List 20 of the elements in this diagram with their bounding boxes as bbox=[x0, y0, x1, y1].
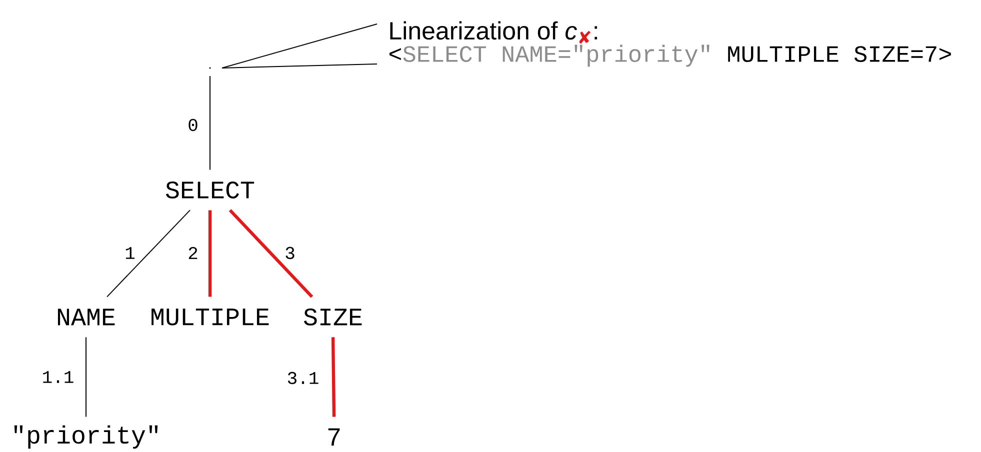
tree-node-label: 7 bbox=[328, 428, 340, 446]
edge-label: 1.1 bbox=[40, 370, 76, 384]
tree-edge bbox=[208, 210, 212, 297]
tree-node-label: SIZE bbox=[304, 308, 362, 326]
tree-edge bbox=[228, 209, 314, 298]
tree-node-label: MULTIPLE bbox=[152, 308, 269, 326]
code-line: <SELECT NAME="priority" MULTIPLE SIZE=7> bbox=[390, 44, 951, 67]
leader-line bbox=[222, 64, 378, 68]
leader-line bbox=[222, 24, 378, 68]
edge-label: 1 bbox=[124, 246, 136, 260]
edge-label: 3.1 bbox=[286, 370, 320, 386]
tree-edge bbox=[106, 210, 190, 298]
callout-heading: Linearization of c$_{✘}$: bbox=[390, 21, 598, 44]
edge-label: 3 bbox=[284, 246, 296, 260]
tree-node-label: NAME bbox=[58, 308, 115, 326]
tree-node-label: SELECT bbox=[166, 182, 254, 198]
edge-label: 2 bbox=[186, 246, 200, 260]
tree-edge bbox=[331, 337, 336, 417]
tree-node-label: "priority" bbox=[14, 425, 158, 449]
edge-label: 0 bbox=[186, 118, 200, 132]
